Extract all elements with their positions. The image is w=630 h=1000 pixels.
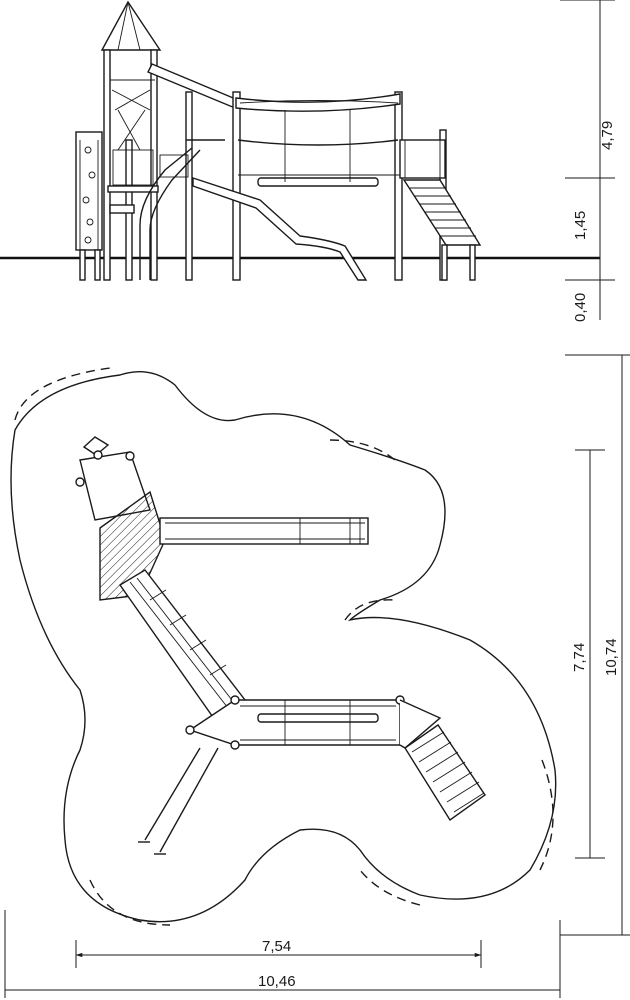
tower-roof-footprint (99, 490, 166, 601)
side-dimensions: 4,79 1,45 0,40 (560, 0, 616, 322)
safety-zone-outer (14, 367, 554, 926)
right-deck (399, 139, 446, 179)
tower-roof (100, 0, 162, 51)
hanging-bridge (237, 110, 400, 187)
plan-diagonal-bridge (118, 569, 247, 721)
plan-center-deck (185, 695, 442, 750)
bridge-roof (235, 93, 401, 112)
dim-total-height: 4,79 (599, 121, 616, 150)
dim-equipment-depth: 7,74 (571, 643, 588, 672)
dim-platform-height: 1,45 (572, 211, 589, 240)
dim-equipment-width: 7,54 (262, 938, 291, 955)
plan-slide (159, 517, 369, 545)
climbing-holds (82, 146, 96, 244)
plan-stairs (404, 724, 486, 822)
slide (192, 177, 368, 281)
safety-zone (10, 371, 557, 923)
plan-pole (138, 747, 219, 855)
plan-view (10, 367, 557, 926)
dim-total-width: 10,46 (258, 973, 296, 990)
stairs (402, 179, 482, 281)
plan-dimensions: 7,74 10,74 7,54 10,46 (4, 354, 630, 998)
tower-posts (103, 49, 158, 281)
tower-platform (107, 185, 159, 193)
dim-total-depth: 10,74 (603, 638, 620, 676)
dim-foundation-depth: 0,40 (572, 293, 589, 322)
side-elevation (0, 0, 600, 281)
plan-tower (75, 436, 166, 601)
top-beam (147, 63, 239, 109)
